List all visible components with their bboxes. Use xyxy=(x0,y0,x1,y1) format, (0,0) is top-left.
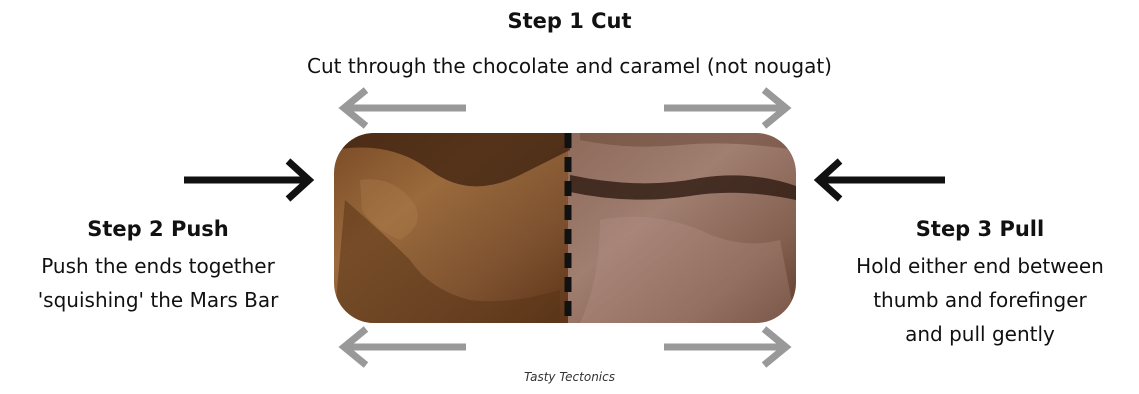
caption: Tasty Tectonics xyxy=(0,370,1139,384)
grey-arrow-top-right xyxy=(664,90,786,126)
step2-description-line: 'squishing' the Mars Bar xyxy=(0,284,316,316)
step3-description-line: Hold either end between xyxy=(820,250,1139,282)
step1-description: Cut through the chocolate and caramel (n… xyxy=(0,50,1139,82)
step2-title: Step 2 Push xyxy=(0,216,316,242)
step3-title: Step 3 Pull xyxy=(820,216,1139,242)
step1-title: Step 1 Cut xyxy=(0,8,1139,34)
step2-description-line: Push the ends together xyxy=(0,250,316,282)
step3-description-line: and pull gently xyxy=(820,318,1139,350)
step3-description-line: thumb and forefinger xyxy=(820,284,1139,316)
grey-arrow-top-left xyxy=(344,90,466,126)
black-arrow-left-push xyxy=(184,161,309,199)
grey-arrow-bottom-left xyxy=(344,329,466,365)
black-arrow-right-push xyxy=(819,161,945,199)
grey-arrow-bottom-right xyxy=(664,329,786,365)
